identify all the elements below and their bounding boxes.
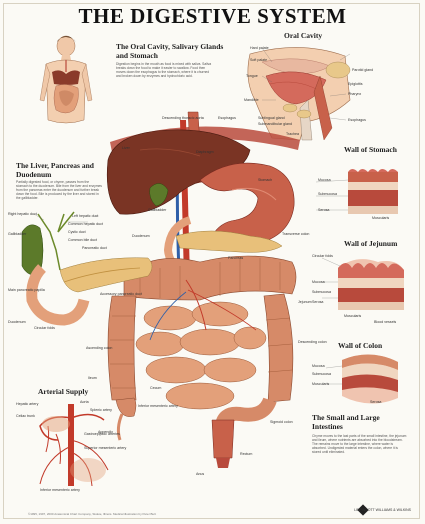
label-jejunum: Jejunum	[298, 300, 312, 304]
label-appendix: Appendix	[98, 430, 113, 434]
label-common-bile-duct: Common bile duct	[68, 238, 97, 242]
label-sigmoid-colon: Sigmoid colon	[270, 420, 293, 424]
label-descending-aorta: Descending thoracic aorta	[162, 116, 204, 120]
label-epiglottis: Epiglottis	[348, 82, 363, 86]
publisher-logo-text: LIPPINCOTT WILLIAMS & WILKINS	[354, 508, 411, 512]
label-stomach-muscularis: Muscularis	[372, 216, 390, 220]
label-pharynx: Pharynx	[348, 92, 362, 96]
label-gastroepiploic: Gastroepiploic arteries	[84, 432, 120, 436]
label-circular-folds: Circular folds	[34, 326, 55, 330]
oral-cavity-illustration	[247, 47, 351, 141]
jejunum-wall-heading: Wall of Jejunum	[344, 239, 398, 248]
poster-frame	[3, 3, 420, 519]
stomach-wall-heading: Wall of Stomach	[344, 145, 397, 154]
label-left-hepatic-duct: Left hepatic duct	[72, 214, 99, 218]
label-jejunum-submucosa: Submucosa	[312, 290, 331, 294]
label-esophagus-oral: Esophagus	[348, 118, 366, 122]
label-stomach-serosa: Serosa	[318, 208, 330, 212]
label-jejunum-mucosa: Mucosa	[312, 280, 325, 284]
label-anus: Anus	[196, 472, 205, 476]
label-transverse-colon: Transverse colon	[282, 232, 310, 236]
arterial-heading: Arterial Supply	[38, 387, 89, 396]
label-jejunum-muscularis: Muscularis	[344, 314, 362, 318]
colon-wall-illustration	[342, 354, 398, 404]
main-organs	[106, 111, 300, 468]
label-colon-serosa: Serosa	[370, 400, 382, 404]
label-duodenum-inset: Duodenum	[8, 320, 26, 324]
liver-text: Partially digested food, or chyme, passe…	[16, 180, 102, 200]
oral-cavity-heading: Oral Cavity	[284, 31, 323, 40]
label-stomach-mucosa: Mucosa	[318, 178, 331, 182]
colon-wall-heading: Wall of Colon	[338, 341, 383, 350]
label-submandibular-gland: Submandibular gland	[258, 122, 292, 126]
label-main-papilla: Main pancreatic papilla	[8, 288, 45, 292]
label-esophagus: Esophagus	[218, 116, 236, 120]
label-tongue: Tongue	[246, 74, 258, 78]
label-cystic-duct: Cystic duct	[68, 230, 86, 234]
copyright-footer: ©1995, 1997, 2000 Anatomical Chart Compa…	[28, 512, 157, 516]
label-mandible: Mandible	[244, 98, 259, 102]
label-soft-palate: Soft palate	[250, 58, 268, 62]
poster-title: THE DIGESTIVE SYSTEM	[78, 4, 347, 28]
label-duodenum-main: Duodenum	[132, 234, 150, 238]
label-superior-mesenteric: Superior mesenteric artery	[84, 446, 127, 450]
oral-glands-text: Digestion begins in the mouth as food is…	[116, 62, 212, 78]
label-descending-colon: Descending colon	[298, 340, 327, 344]
label-colon-submucosa: Submucosa	[312, 372, 331, 376]
label-common-hepatic-duct: Common hepatic duct	[68, 222, 103, 226]
label-gallbladder-inset: Gallbladder	[8, 232, 27, 236]
label-jejunum-vessels: Blood vessels	[374, 320, 397, 324]
label-jejunum-folds: Circular folds	[312, 254, 333, 258]
label-celiac-trunk: Celiac trunk	[16, 414, 35, 418]
label-sublingual-gland: Sublingual gland	[258, 116, 285, 120]
liver-heading: The Liver, Pancreas and Duodenum	[16, 161, 94, 179]
oral-glands-heading: The Oral Cavity, Salivary Glands and Sto…	[116, 42, 224, 60]
label-aorta: Aorta	[80, 400, 89, 404]
label-pancreas: Pancreas	[228, 256, 244, 260]
label-hepatic-artery: Hepatic artery	[16, 402, 39, 406]
arterial-supply-illustration	[39, 404, 109, 487]
label-stomach-submucosa: Submucosa	[318, 192, 337, 196]
label-colon-muscularis: Muscularis	[312, 382, 330, 386]
label-rectum: Rectum	[240, 452, 253, 456]
label-splenic-artery: Splenic artery	[90, 408, 112, 412]
liver-pancreas-inset	[21, 211, 153, 326]
label-trachea: Trachea	[286, 132, 300, 136]
label-pancreatic-duct: Pancreatic duct	[82, 246, 107, 250]
stomach-wall-illustration	[348, 169, 398, 214]
label-accessory-duct: Accessory pancreatic duct	[100, 292, 142, 296]
label-cecum: Cecum	[150, 386, 162, 390]
label-stomach: Stomach	[258, 178, 273, 182]
intestines-text: Chyme moves to the last parts of the sma…	[312, 434, 407, 454]
label-liver: Liver	[122, 146, 130, 150]
label-jejunum-serosa: Serosa	[312, 300, 324, 304]
label-diaphragm: Diaphragm	[196, 150, 214, 154]
jejunum-wall-illustration	[338, 259, 404, 310]
human-figure	[39, 35, 93, 124]
label-right-hepatic-duct: Right hepatic duct	[8, 212, 37, 216]
label-parotid-gland: Parotid gland	[352, 68, 374, 72]
label-gallbladder-main: Gallbladder	[148, 208, 167, 212]
intestines-heading: The Small and Large Intestines	[312, 413, 380, 431]
label-hard-palate: Hard palate	[250, 46, 269, 50]
label-ascending-colon: Ascending colon	[86, 346, 113, 350]
label-inferior-mesenteric: Inferior mesenteric artery	[138, 404, 178, 408]
label-ileum: Ileum	[88, 376, 97, 380]
label-colon-mucosa: Mucosa	[312, 364, 325, 368]
label-inferior-mesenteric-arterial: Inferior mesenteric artery	[40, 488, 80, 492]
